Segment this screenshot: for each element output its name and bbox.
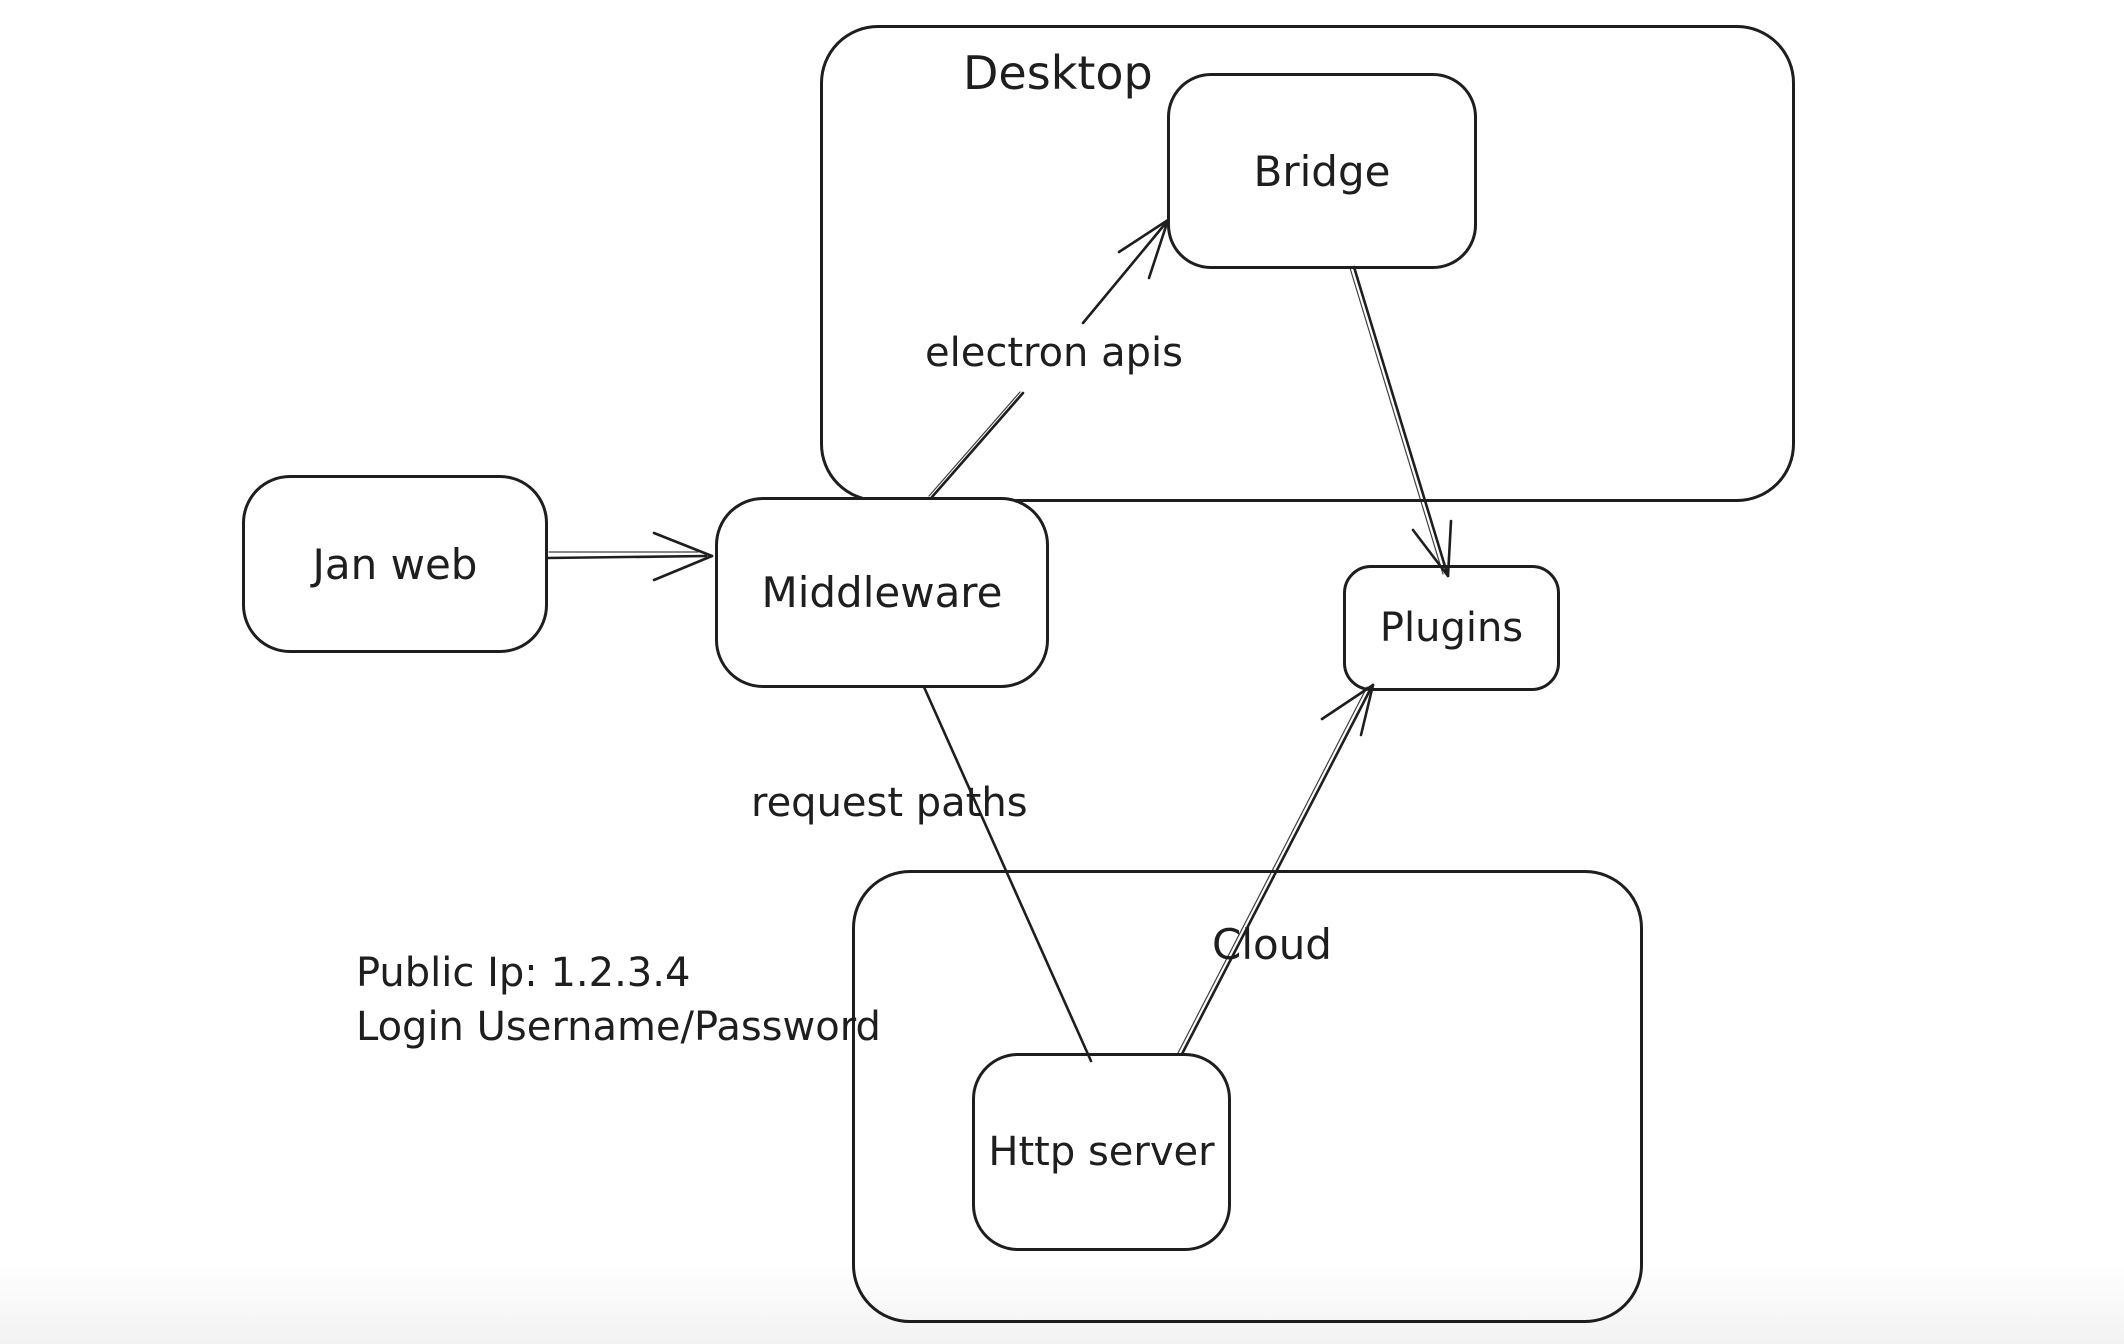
container-cloud-label[interactable]: Cloud (1212, 920, 1332, 969)
node-plugins[interactable]: Plugins (1343, 565, 1560, 691)
edge-label-request-paths[interactable]: request paths (751, 780, 1028, 826)
node-bridge[interactable]: Bridge (1167, 73, 1477, 269)
container-desktop[interactable] (820, 25, 1795, 502)
node-http-server-label: Http server (988, 1129, 1215, 1175)
edge-label-electron-apis[interactable]: electron apis (925, 330, 1183, 376)
node-jan-web[interactable]: Jan web (242, 475, 548, 653)
node-jan-web-label: Jan web (312, 539, 478, 589)
node-plugins-label: Plugins (1379, 605, 1524, 651)
node-bridge-label: Bridge (1253, 146, 1391, 196)
node-http-server[interactable]: Http server (972, 1053, 1231, 1251)
annotation-credentials[interactable]: Public Ip: 1.2.3.4 Login Username/Passwo… (356, 946, 881, 1054)
node-middleware[interactable]: Middleware (715, 497, 1049, 688)
arrow-janweb-to-middleware[interactable] (545, 531, 714, 582)
container-desktop-label[interactable]: Desktop (963, 46, 1153, 100)
annotation-login: Login Username/Password (356, 1004, 881, 1050)
node-middleware-label: Middleware (761, 568, 1003, 617)
annotation-public-ip: Public Ip: 1.2.3.4 (356, 950, 691, 996)
